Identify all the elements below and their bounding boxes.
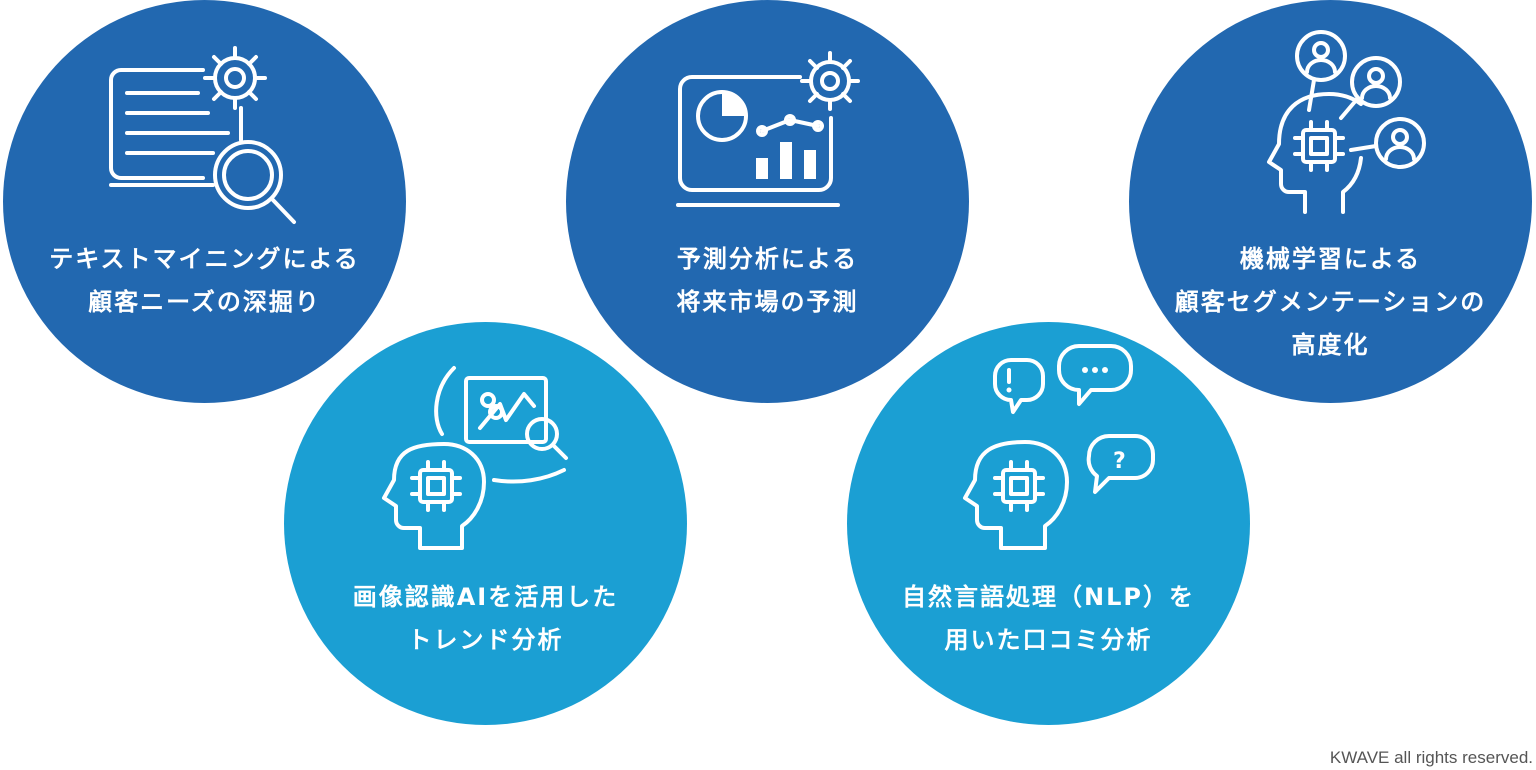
- question-mark-glyph: ?: [1113, 449, 1126, 474]
- label-line: 機械学習による: [1239, 245, 1422, 273]
- circle-label: テキストマイニングによる 顧客ニーズの深掘り: [23, 238, 386, 324]
- circle-label: 機械学習による 顧客セグメンテーションの 高度化: [1149, 238, 1512, 367]
- label-line: 高度化: [1291, 331, 1370, 359]
- circle-text-mining: テキストマイニングによる 顧客ニーズの深掘り: [3, 0, 406, 403]
- dashboard-chart-gear-icon: [676, 51, 860, 207]
- label-line: 顧客セグメンテーションの: [1174, 288, 1487, 316]
- copyright-footer: KWAVE all rights reserved.: [1329, 748, 1533, 767]
- ai-head-image-search-icon: [382, 366, 568, 550]
- circle-label: 画像認識AIを活用した トレンド分析: [304, 576, 667, 662]
- ai-head-speech-bubbles-icon: ?: [963, 344, 1155, 550]
- label-line: 予測分析による: [676, 245, 859, 273]
- label-line: 将来市場の予測: [676, 288, 859, 316]
- circle-label: 自然言語処理（NLP）を 用いた口コミ分析: [867, 576, 1230, 662]
- label-line: 自然言語処理（NLP）を: [902, 583, 1195, 611]
- label-line: 用いた口コミ分析: [944, 626, 1153, 654]
- label-line: 画像認識AIを活用した: [352, 583, 619, 611]
- circle-nlp: ? 自然言語処理（NLP）を 用いた口コミ分析: [847, 322, 1250, 725]
- document-gear-magnifier-icon: [109, 46, 296, 224]
- label-line: テキストマイニングによる: [49, 245, 360, 273]
- circle-machine-learning: 機械学習による 顧客セグメンテーションの 高度化: [1129, 0, 1532, 403]
- circle-image-recognition: 画像認識AIを活用した トレンド分析: [284, 322, 687, 725]
- circle-label: 予測分析による 将来市場の予測: [586, 238, 949, 324]
- label-line: 顧客ニーズの深掘り: [88, 288, 321, 316]
- ai-head-users-network-icon: [1267, 30, 1426, 214]
- circle-predictive-analysis: 予測分析による 将来市場の予測: [566, 0, 969, 403]
- label-line: トレンド分析: [407, 626, 564, 654]
